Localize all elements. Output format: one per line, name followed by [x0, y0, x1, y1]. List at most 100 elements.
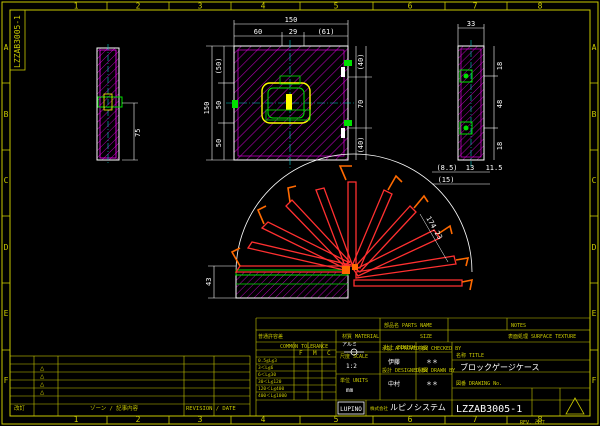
tol-row-3: 6＜L≦30: [258, 372, 276, 378]
title-block-text: 部品名 PARTS NAME NOTES 材質 MATERIAL アルミ SIZ…: [258, 322, 576, 415]
tol-row-6: 400＜L≦1000: [258, 393, 287, 399]
general-tol-label: 普通許容差: [258, 333, 283, 340]
zone-col-6: 6: [408, 2, 413, 11]
drawing-title: ブロックゲージケース: [460, 362, 539, 372]
zone-col-1: 1: [74, 2, 79, 11]
finish-label: 仕上 FINISH: [384, 344, 415, 351]
scale-label: 尺度 SCALE: [340, 353, 368, 360]
dim-11-5: 11.5: [486, 164, 503, 172]
dim-29: 29: [289, 28, 297, 36]
dim-40a: (40): [357, 54, 365, 71]
dim-13: 13: [466, 164, 474, 172]
tolerance-title: COMMON TOLERANCE: [280, 344, 328, 350]
right-side-view: [457, 40, 485, 168]
zone-row-b: B: [4, 110, 9, 119]
scale-value: 1:2: [346, 363, 357, 370]
drawing-number: LZZAB3005-1: [456, 404, 522, 415]
zone-col-1-bottom: 1: [74, 415, 79, 424]
right-view-dim-text: 33 18 48 18 (8.5) 13 11.5 (15): [436, 20, 504, 184]
zone-row-c-right: C: [592, 176, 597, 185]
checked-label: 検図 CHECKED BY: [418, 345, 461, 352]
dim-75-left: 75: [134, 129, 142, 137]
size-label: SIZE: [420, 334, 432, 340]
svg-text:LZZAB3005-1: LZZAB3005-1: [13, 15, 22, 68]
zone-row-d-right: D: [592, 243, 597, 252]
dim-40b: (40): [357, 137, 365, 154]
rev-symbol-2: △: [40, 372, 45, 380]
tol-row-2: 3＜L≦6: [258, 365, 274, 371]
revision-text: △ △ △ △ 改訂 ゾーン / 記事内容 REVISION / DATE RE…: [14, 364, 545, 426]
dim-8-5: (8.5): [436, 164, 457, 172]
company-prefix: 株式会社: [370, 405, 388, 412]
company-name: ルピノシステム: [390, 403, 446, 412]
zone-col-2-bottom: 2: [136, 415, 141, 424]
rev-symbol-4: △: [40, 388, 45, 396]
triangle-mark-icon: [565, 397, 585, 415]
title-block-grid: [255, 317, 591, 417]
zone-col-3-bottom: 3: [198, 415, 203, 424]
designed-label: 設計 DESIGNED BY: [382, 367, 428, 374]
notes-label: NOTES: [511, 323, 526, 329]
rev-footer: REV. 改訂: [520, 419, 545, 426]
units-value: mm: [346, 387, 354, 394]
zone-row-b-right: B: [592, 110, 597, 119]
dim-18b: 18: [496, 142, 504, 150]
dim-50a: (50): [215, 58, 223, 75]
zone-col-5-bottom: 5: [334, 415, 339, 424]
parts-name-label: 部品名 PARTS NAME: [384, 322, 432, 329]
tol-col-c: C: [327, 350, 331, 357]
zone-col-2: 2: [136, 2, 141, 11]
surface-label: 表面処理 SURFACE TEXTURE: [508, 333, 576, 340]
drawn-label: 製図 DRAWN BY: [418, 367, 455, 374]
units-label: 単位 UNITS: [340, 377, 368, 384]
approved-label: 承認 APPROVED BY: [382, 345, 428, 352]
rev-label-left: 改訂: [14, 404, 26, 412]
zone-col-7: 7: [473, 2, 478, 11]
company-logo: LUPINO: [337, 401, 365, 415]
dim-61: (61): [318, 28, 335, 36]
zone-col-7-bottom: 7: [473, 415, 478, 424]
drawing-no-label: 図番 DRAWING No.: [456, 380, 502, 387]
revision-block: [9, 355, 251, 417]
dim-33: 33: [467, 20, 475, 28]
dim-50c: 50: [215, 139, 223, 147]
material-label: 材質 MATERIAL: [342, 333, 379, 340]
zone-col-3: 3: [198, 2, 203, 11]
svg-text:LUPINO: LUPINO: [340, 406, 362, 413]
projection-symbol-icon: [344, 348, 364, 356]
tol-row-5: 120＜L≦400: [258, 386, 284, 392]
dim-18a: 18: [496, 62, 504, 70]
front-view-dim-text: 150 60 29 (61) 150 (50) 50 50 (40) 70 (4…: [203, 16, 365, 153]
dim-60: 60: [254, 28, 262, 36]
drawn-name: ＊＊: [426, 381, 438, 388]
checked-name: ＊＊: [426, 359, 438, 366]
front-view: [226, 40, 356, 168]
zone-row-e-right: E: [592, 309, 597, 318]
dim-150-top: 150: [285, 16, 298, 24]
rev-label-center: ゾーン / 記事内容: [90, 404, 139, 412]
zone-row-f-right: F: [592, 376, 597, 385]
lid-opening-study: 43 174.23: [205, 153, 474, 299]
zone-row-d: D: [4, 243, 9, 252]
dim-arc-174: 174.23: [424, 215, 444, 241]
title-label: 名称 TITLE: [456, 352, 484, 359]
rev-symbol-1: △: [40, 364, 45, 372]
zone-col-5: 5: [334, 2, 339, 11]
approved-name: 伊藤: [388, 358, 400, 366]
vertical-drawing-number: LZZAB3005-1: [9, 9, 26, 71]
tol-row-4: 30＜L≦120: [258, 379, 282, 385]
rev-symbol-3: △: [40, 380, 45, 388]
zone-col-8: 8: [538, 2, 543, 11]
dim-150-left: 150: [203, 102, 211, 115]
dim-48: 48: [496, 100, 504, 108]
zone-col-8-bottom: 8: [538, 415, 543, 424]
dim-43: 43: [205, 278, 213, 286]
dim-50b: 50: [215, 101, 223, 109]
zone-row-f: F: [4, 376, 9, 385]
rev-label-right: REVISION / DATE: [186, 406, 236, 412]
left-side-view: 75: [96, 44, 142, 164]
zone-row-a-right: A: [592, 43, 597, 52]
zone-row-a: A: [4, 43, 9, 52]
zone-row-e: E: [4, 309, 9, 318]
